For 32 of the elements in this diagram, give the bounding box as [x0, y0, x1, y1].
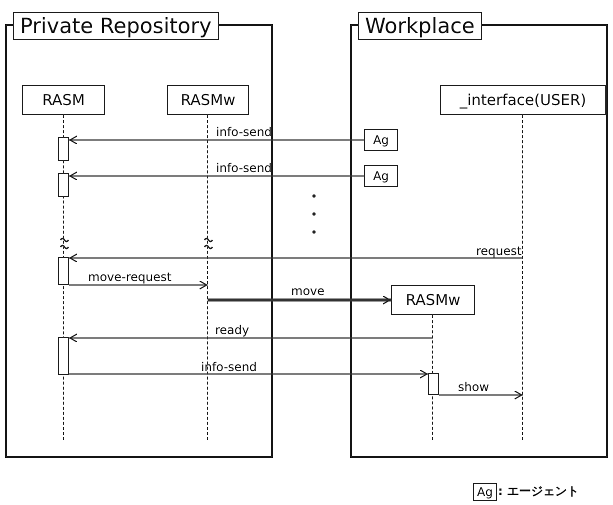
activation-bar — [58, 173, 69, 197]
message-arrow — [69, 333, 433, 343]
message-arrow — [69, 253, 523, 263]
message-arrow — [69, 171, 364, 181]
edge-label: show — [458, 380, 490, 394]
message-arrow — [69, 135, 364, 145]
edge-label: info-send — [216, 161, 272, 175]
lifeline-header: _interface(USER) — [440, 85, 606, 115]
message-arrow — [69, 369, 428, 379]
agent-box: Ag — [364, 129, 398, 151]
message-arrow — [208, 295, 391, 305]
key-symbol: Ag — [473, 483, 497, 501]
agent-box: Ag — [364, 165, 398, 187]
activation-bar — [58, 257, 69, 285]
edge-label: move-request — [88, 270, 172, 284]
activation-bar — [58, 137, 69, 161]
edge-label: move — [291, 284, 325, 298]
edge-label: info-send — [201, 360, 257, 374]
lifeline-header: RASMw — [167, 85, 249, 115]
activation-bar — [428, 373, 439, 395]
lifeline-header: RASMw — [391, 285, 475, 315]
edge-label: request — [476, 244, 522, 258]
message-arrow — [439, 390, 523, 400]
edge-label: ready — [215, 323, 250, 337]
key-description: : エージェント — [498, 484, 579, 498]
lifeline-header: RASM — [22, 85, 105, 115]
lifeline — [522, 115, 525, 440]
frame-title: Workplace — [358, 12, 482, 40]
message-arrow — [69, 280, 208, 290]
frame-title: Private Repository — [13, 12, 219, 40]
edge-label: info-send — [216, 125, 272, 139]
activation-bar — [58, 337, 69, 375]
